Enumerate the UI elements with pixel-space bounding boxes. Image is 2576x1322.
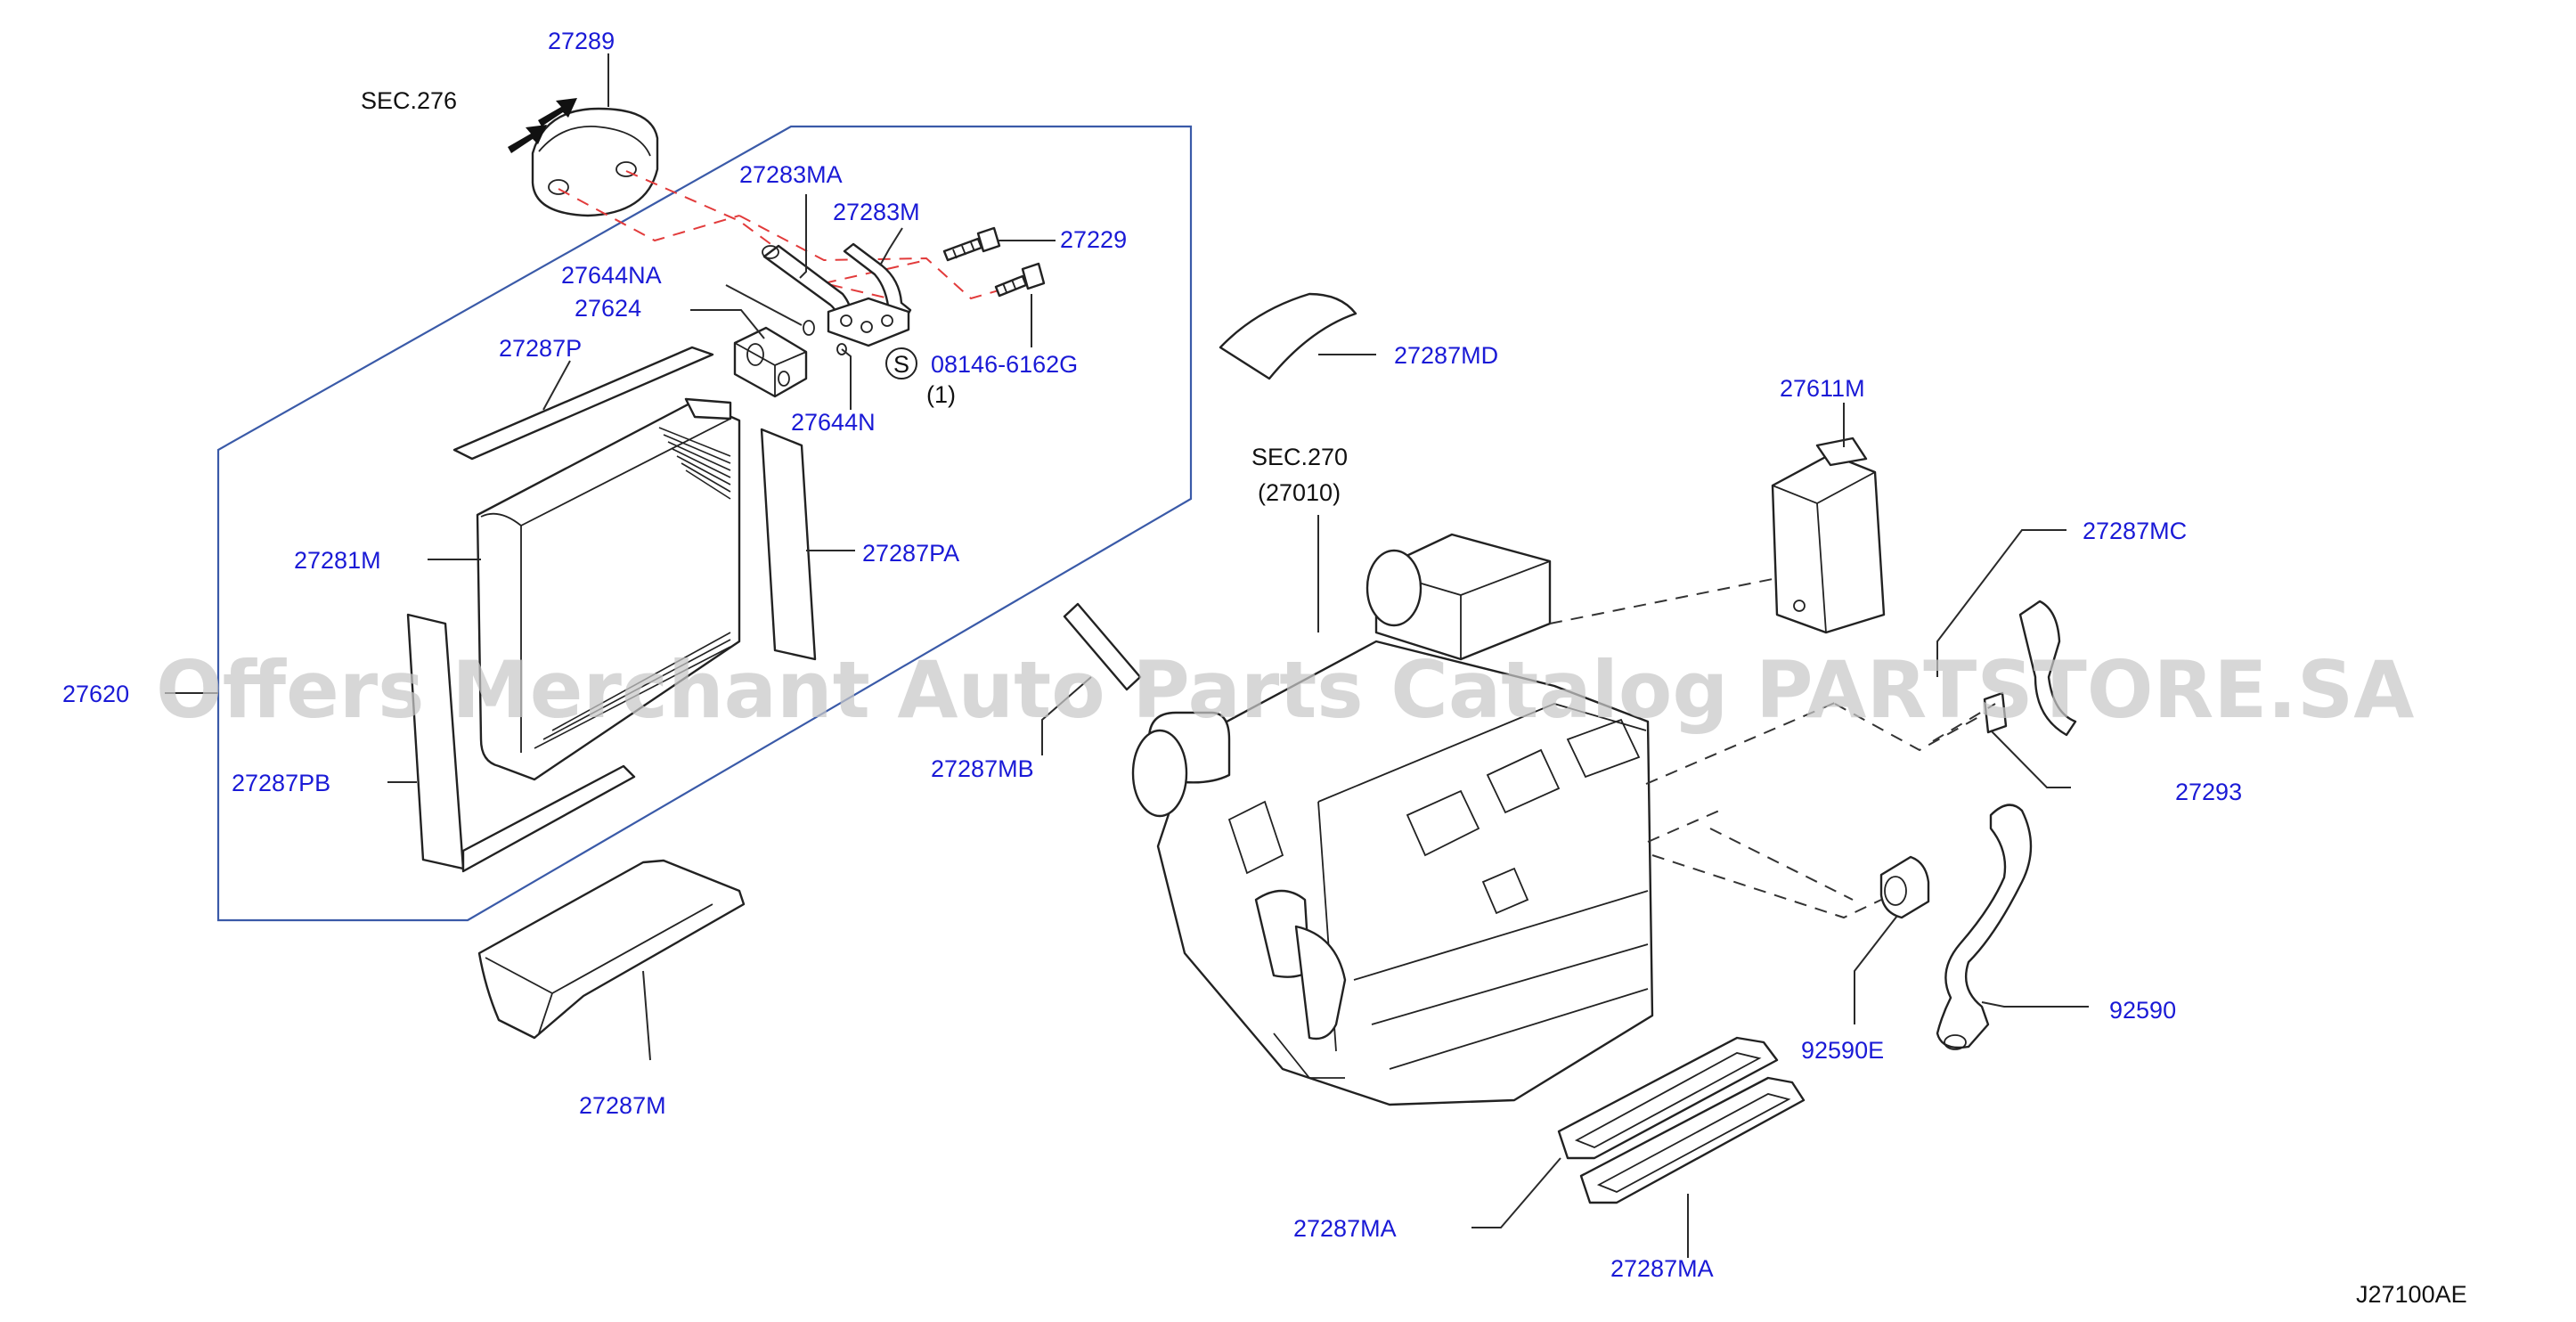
label-27287P[interactable]: 27287P (499, 335, 582, 362)
label-27287MB[interactable]: 27287MB (931, 755, 1034, 782)
grommet-92590E (1879, 855, 1930, 919)
connector-block (827, 297, 910, 347)
drain-hose-92590 (1936, 804, 2033, 1050)
hvac-unit-27010 (1131, 533, 1654, 1106)
seal-27287M (477, 859, 746, 1040)
s-symbol-icon: S (885, 347, 917, 379)
expansion-valve-27624 (733, 326, 808, 398)
filter-27287MA-1 (1557, 1036, 1779, 1160)
label-08146-6162G[interactable]: 08146-6162G (931, 351, 1078, 378)
label-27287PA[interactable]: 27287PA (862, 540, 959, 567)
label-27293[interactable]: 27293 (2175, 779, 2242, 805)
label-27644NA[interactable]: 27644NA (561, 262, 662, 289)
watermark-text: Offers Merchant Auto Parts Catalog PARTS… (156, 644, 2414, 736)
seal-27287MD (1219, 292, 1357, 380)
label-27281M[interactable]: 27281M (294, 547, 381, 574)
fin-lines (534, 427, 731, 749)
o-ring-27644NA (803, 320, 815, 336)
label-27289[interactable]: 27289 (548, 28, 615, 54)
grommet-27289 (531, 107, 659, 217)
harness-clip (1983, 600, 2077, 737)
label-27283MA[interactable]: 27283MA (739, 161, 843, 188)
label-27229[interactable]: 27229 (1060, 226, 1127, 253)
seal-27287PB-bottom (461, 764, 636, 873)
label-08146-qty: (1) (926, 381, 956, 408)
seal-27287P (452, 346, 714, 461)
label-27287MA-2[interactable]: 27287MA (1610, 1255, 1714, 1282)
label-sec270-part: (27010) (1258, 479, 1341, 506)
label-27287M[interactable]: 27287M (579, 1092, 666, 1119)
label-27287MA-1[interactable]: 27287MA (1293, 1215, 1397, 1242)
label-27283M[interactable]: 27283M (833, 199, 920, 225)
seal-27287PA (760, 428, 817, 661)
evaporator-core-27281M (476, 397, 741, 781)
seal-27287MB (1063, 602, 1142, 691)
label-27287MD[interactable]: 27287MD (1394, 342, 1498, 369)
bolt-27229-a (942, 226, 1001, 262)
label-27287MC[interactable]: 27287MC (2083, 518, 2187, 544)
o-ring-27644N (836, 343, 847, 355)
label-27611M[interactable]: 27611M (1780, 375, 1865, 402)
evaporator-group-frame (216, 125, 1193, 922)
actuator-27611M (1771, 437, 1886, 634)
direction-arrows-icon (508, 98, 577, 153)
label-27620[interactable]: 27620 (62, 681, 129, 707)
label-92590[interactable]: 92590 (2109, 997, 2176, 1024)
label-27644N[interactable]: 27644N (791, 409, 876, 436)
label-92590E[interactable]: 92590E (1801, 1037, 1884, 1064)
label-27287PB[interactable]: 27287PB (232, 770, 330, 796)
label-27624[interactable]: 27624 (575, 295, 641, 322)
bolt-27229-b (994, 262, 1046, 298)
filter-27287MA-2 (1579, 1076, 1806, 1204)
label-sec276[interactable]: SEC.276 (361, 87, 457, 114)
diagram-id: J27100AE (2356, 1281, 2467, 1308)
s-symbol-text: S (893, 351, 909, 378)
label-sec270[interactable]: SEC.270 (1251, 444, 1348, 470)
pipe-27283M (843, 242, 912, 324)
